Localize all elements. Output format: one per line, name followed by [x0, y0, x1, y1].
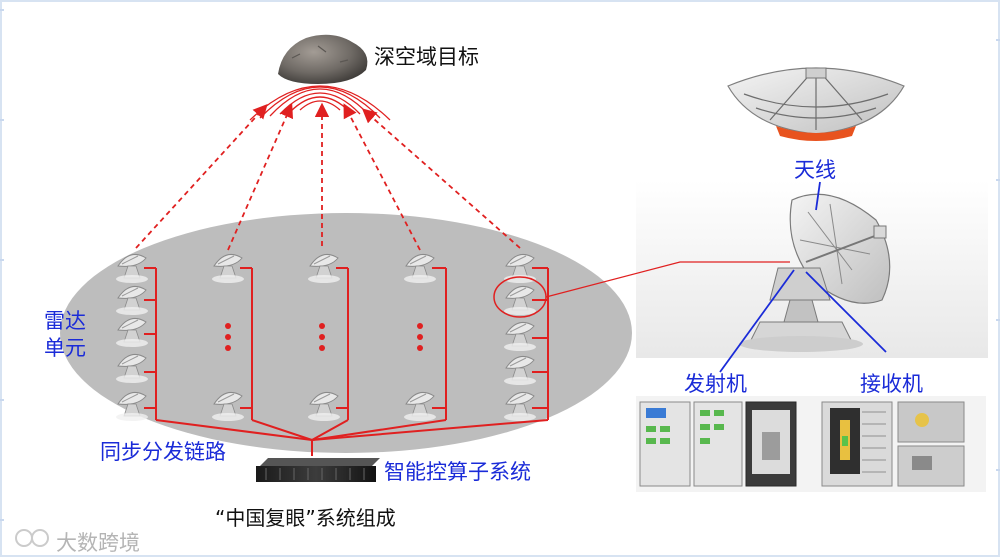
more-units-dots [225, 323, 423, 351]
receiver-cabinet-icon [821, 401, 965, 487]
radar-unit-label-line2: 单元 [44, 336, 86, 360]
compute-subsystem-label: 智能控算子系统 [384, 460, 531, 484]
rock-target-icon [278, 34, 368, 84]
zoom-link-line [545, 261, 790, 298]
transmitter-cabinet-icon [639, 401, 797, 487]
component-pointer-lines [719, 181, 887, 373]
sync-wiring [144, 267, 549, 456]
radar-array-ellipse [60, 213, 632, 453]
parabolic-antenna-icon [727, 67, 905, 141]
border-ticks [0, 9, 1000, 521]
steerable-antenna-icon [739, 193, 891, 352]
server-rack-icon [256, 458, 380, 482]
antenna-label: 天线 [794, 158, 836, 182]
watermark-text: 大数跨境 [56, 531, 140, 555]
receiver-label: 接收机 [860, 372, 923, 396]
watermark-logo-icon [15, 529, 49, 547]
dashed-beams [135, 102, 521, 251]
transmitter-label: 发射机 [684, 372, 747, 396]
radar-unit-label-line1: 雷达 [44, 309, 86, 333]
sync-link-label: 同步分发链路 [100, 440, 226, 464]
target-label: 深空域目标 [374, 45, 479, 69]
caption: “中国复眼”系统组成 [215, 506, 396, 530]
